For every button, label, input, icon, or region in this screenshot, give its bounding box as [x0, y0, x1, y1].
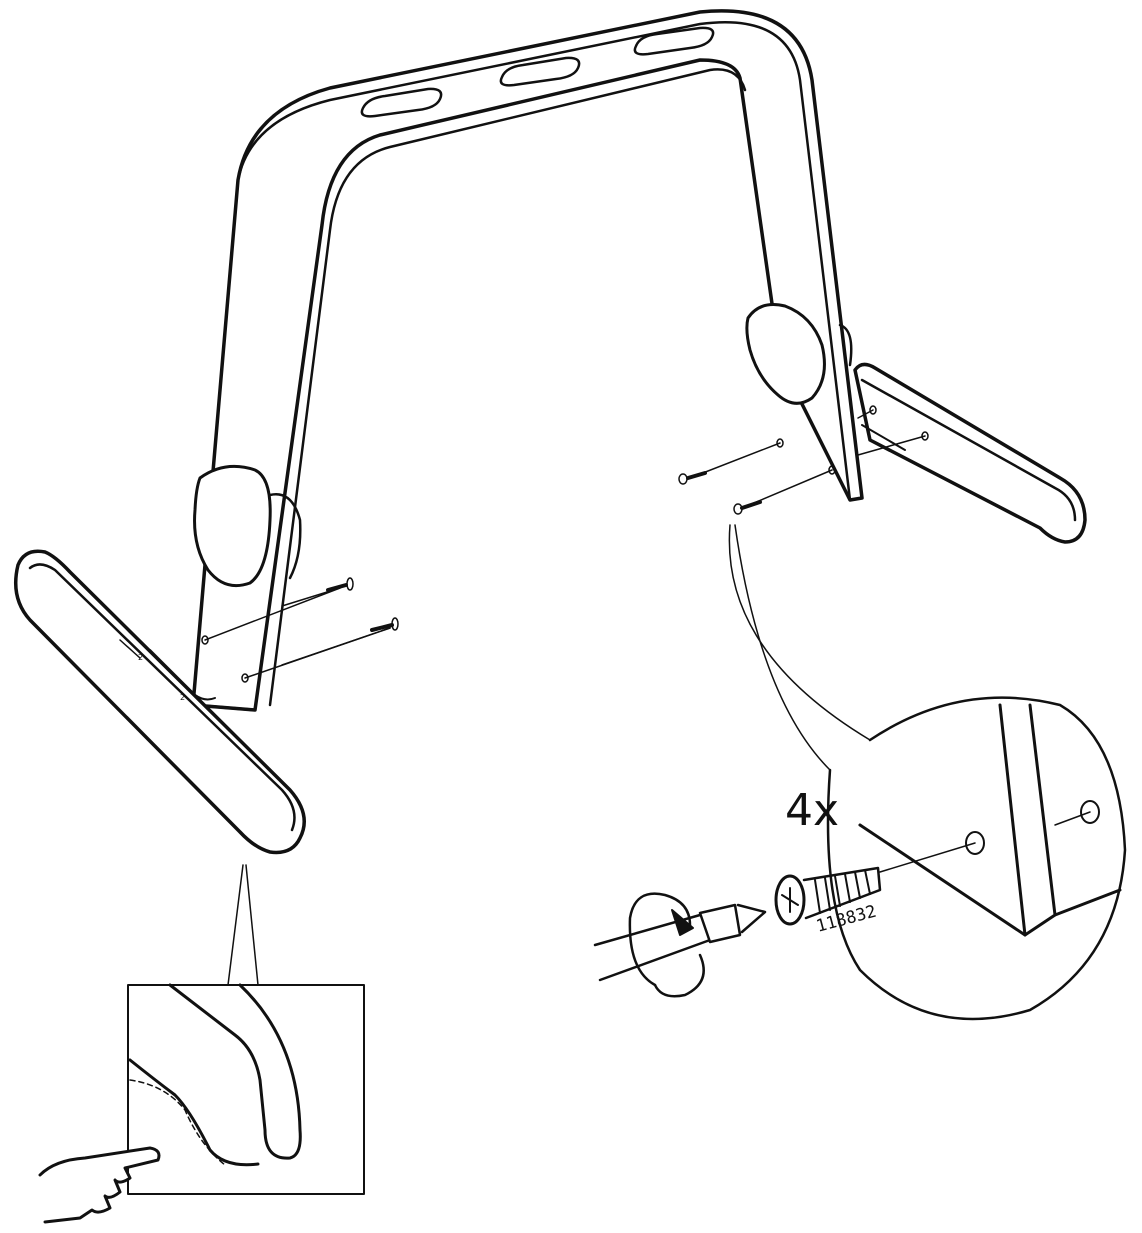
screw	[678, 471, 707, 485]
rotation-arrow-icon	[628, 892, 705, 998]
quantity-label: 4x	[785, 785, 839, 836]
part-number: 118832	[814, 902, 879, 937]
screw	[370, 617, 399, 632]
screw	[326, 577, 354, 592]
right-screws	[678, 405, 929, 515]
pointing-hand-icon	[38, 1146, 161, 1224]
right-foot	[853, 362, 1087, 544]
foot-mark: 2	[180, 693, 185, 702]
screwdriver	[593, 903, 767, 982]
left-bumper	[193, 464, 302, 588]
foot-mark: 2	[138, 653, 143, 662]
frame-slot	[499, 56, 581, 87]
screw	[733, 500, 762, 515]
frame-slot	[360, 87, 443, 118]
detail-inset	[127, 864, 365, 1195]
screw-118832	[774, 866, 882, 926]
callout-lines	[728, 524, 871, 771]
left-screws	[201, 577, 399, 683]
detail-circle	[774, 696, 1127, 1021]
frame-slot	[633, 26, 715, 56]
u-frame	[191, 9, 864, 712]
left-foot	[14, 549, 306, 855]
right-bumper	[745, 303, 853, 405]
